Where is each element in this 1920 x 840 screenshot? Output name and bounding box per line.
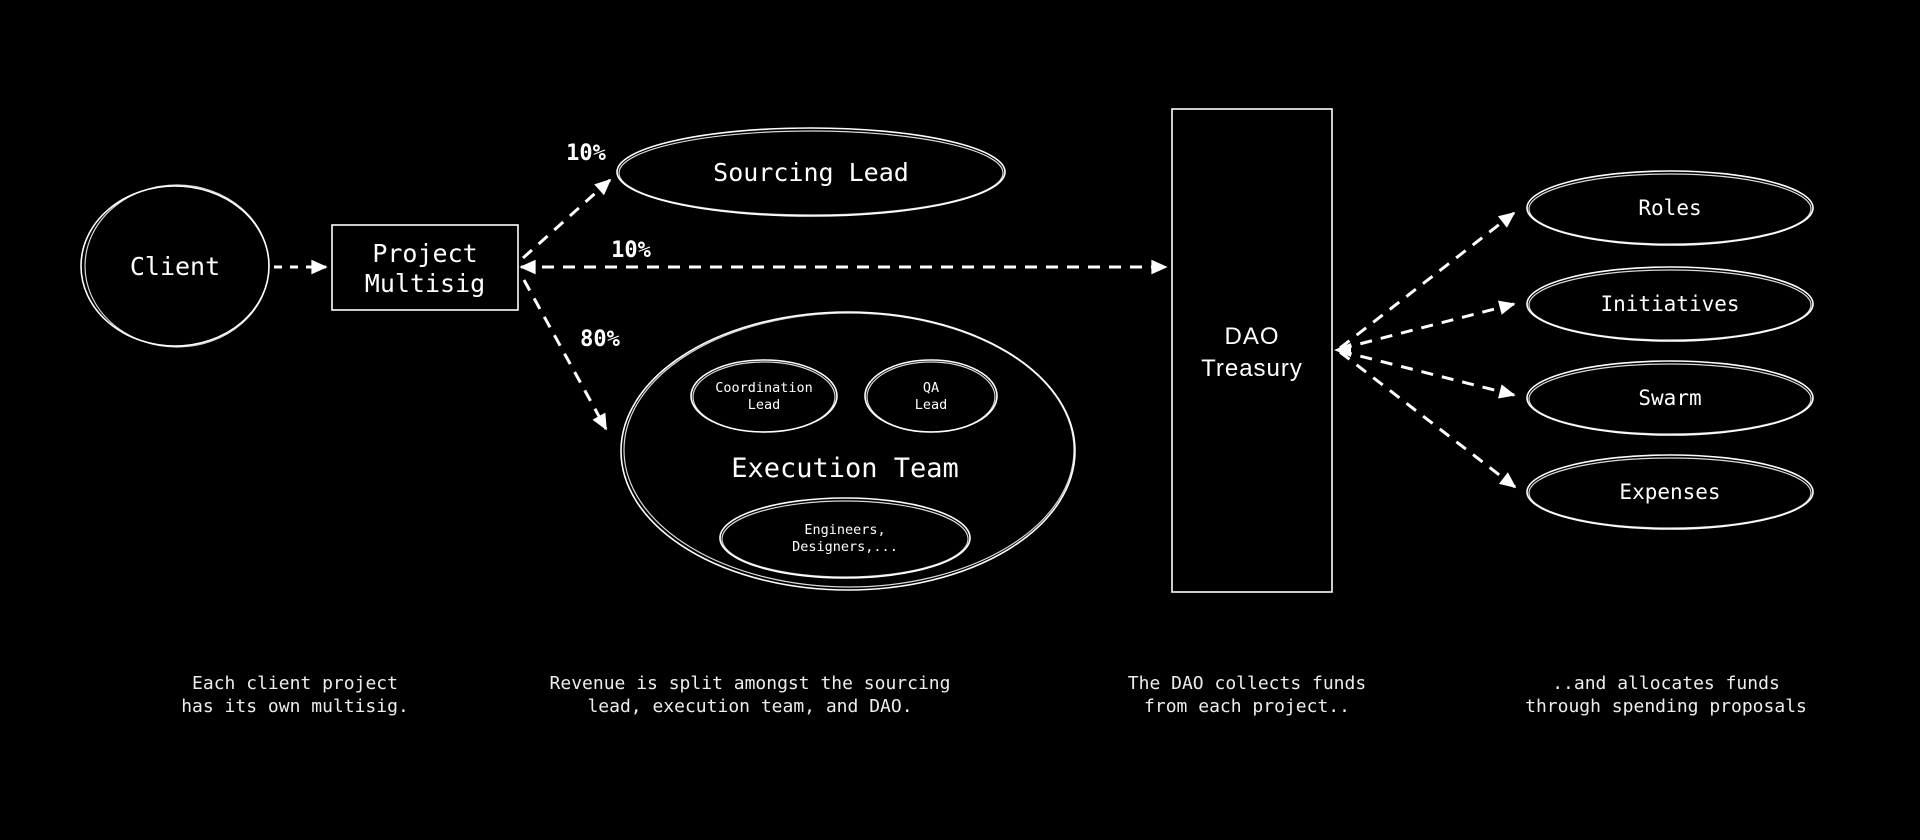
treasury-percent-label: 10%: [611, 238, 651, 263]
treasury-to-expenses-arrow: [1339, 350, 1517, 489]
coordination-lead-node: Coordination Lead: [690, 359, 838, 433]
treasury-to-swarm-arrow: [1339, 349, 1516, 399]
swarm-node: Swarm: [1526, 360, 1814, 436]
roles-node: Roles: [1526, 170, 1814, 246]
execution-percent-label: 80%: [580, 327, 620, 352]
qa-lead-label-line2: Lead: [915, 397, 948, 413]
caption-client-multisig-line1: Each client project: [192, 673, 398, 694]
multisig-to-execution-arrow: [522, 279, 608, 431]
dao-treasury-label-line1: DAO: [1224, 323, 1279, 350]
client-node: Client: [80, 184, 270, 348]
initiatives-label: Initiatives: [1600, 292, 1739, 316]
initiatives-node: Initiatives: [1526, 266, 1814, 342]
caption-revenue-split-line1: Revenue is split amongst the sourcing: [550, 673, 951, 694]
caption-revenue-split: Revenue is split amongst the sourcing le…: [550, 673, 951, 717]
client-label: Client: [130, 252, 220, 281]
execution-team-node: Execution Team Coordination Lead QA Lead…: [620, 311, 1076, 591]
sourcing-lead-node: Sourcing Lead: [616, 127, 1006, 217]
caption-dao-collects: The DAO collects funds from each project…: [1128, 673, 1366, 717]
caption-dao-allocates-line1: ..and allocates funds: [1552, 673, 1780, 694]
caption-dao-collects-line2: from each project..: [1144, 696, 1350, 717]
project-multisig-node: Project Multisig: [331, 224, 519, 311]
coordination-lead-label-line1: Coordination: [715, 380, 813, 396]
team-members-node: Engineers, Designers,...: [719, 497, 971, 579]
caption-client-multisig: Each client project has its own multisig…: [181, 673, 409, 717]
dao-treasury-node: DAO Treasury: [1171, 108, 1333, 593]
dao-treasury-label-line2: Treasury: [1201, 355, 1303, 382]
multisig-to-sourcing-arrow: [521, 178, 612, 260]
diagram-edges: [274, 178, 1517, 489]
execution-team-label: Execution Team: [731, 453, 959, 484]
caption-dao-collects-line1: The DAO collects funds: [1128, 673, 1366, 694]
caption-dao-allocates-line2: through spending proposals: [1525, 696, 1807, 717]
roles-label: Roles: [1638, 196, 1701, 220]
swarm-label: Swarm: [1638, 386, 1701, 410]
qa-lead-label-line1: QA: [923, 380, 939, 396]
team-members-label-line1: Engineers,: [804, 522, 885, 538]
qa-lead-node: QA Lead: [864, 359, 998, 433]
treasury-inbound-arrowhead-icon: [1334, 343, 1351, 357]
expenses-label: Expenses: [1619, 480, 1720, 504]
project-multisig-label-line1: Project: [372, 239, 477, 268]
treasury-to-roles-arrow: [1339, 211, 1516, 350]
sourcing-lead-label: Sourcing Lead: [713, 158, 909, 187]
caption-dao-allocates: ..and allocates funds through spending p…: [1525, 673, 1807, 717]
coordination-lead-label-line2: Lead: [748, 397, 781, 413]
project-multisig-label-line2: Multisig: [365, 269, 485, 298]
caption-revenue-split-line2: lead, execution team, and DAO.: [587, 696, 912, 717]
expenses-node: Expenses: [1526, 454, 1814, 530]
treasury-to-initiatives-arrow: [1339, 300, 1516, 351]
team-members-label-line2: Designers,...: [792, 539, 898, 555]
caption-client-multisig-line2: has its own multisig.: [181, 696, 409, 717]
sourcing-percent-label: 10%: [566, 141, 606, 166]
